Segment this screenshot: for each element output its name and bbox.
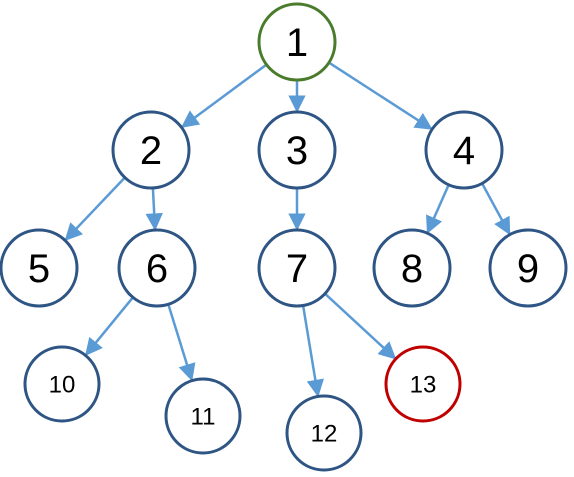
node-5: 5 — [0, 228, 79, 308]
node-3-label: 3 — [286, 129, 308, 173]
node-7-circle — [257, 228, 337, 308]
node-2-circle — [111, 110, 191, 190]
edge-2-6 — [145, 187, 163, 231]
node-13-circle — [384, 345, 462, 423]
node-10-label: 10 — [49, 372, 76, 399]
edge-4-8 — [426, 184, 450, 234]
node-6-circle — [117, 228, 197, 308]
node-9: 9 — [488, 228, 568, 308]
node-5-label: 5 — [28, 247, 50, 291]
node-3: 3 — [257, 110, 337, 190]
edge-1-2 — [180, 63, 268, 128]
edge-7-12 — [301, 305, 324, 398]
node-4-label: 4 — [453, 129, 475, 173]
edges-layer — [64, 61, 511, 398]
node-11: 11 — [164, 377, 242, 455]
node-5-circle — [0, 228, 79, 308]
node-2: 2 — [111, 110, 191, 190]
node-12: 12 — [285, 394, 363, 472]
node-9-label: 9 — [517, 247, 539, 291]
node-13-label: 13 — [410, 372, 437, 399]
edge-4-9 — [481, 182, 511, 236]
node-7: 7 — [257, 228, 337, 308]
node-10-circle — [23, 345, 101, 423]
node-1-label: 1 — [286, 21, 308, 65]
node-8-circle — [372, 228, 452, 308]
node-8: 8 — [372, 228, 452, 308]
node-11-label: 11 — [191, 404, 216, 431]
node-6-label: 6 — [146, 247, 168, 291]
node-8-label: 8 — [401, 247, 423, 291]
node-6: 6 — [117, 228, 197, 308]
node-13: 13 — [384, 345, 462, 423]
edge-2-5 — [64, 176, 126, 241]
node-2-label: 2 — [140, 129, 162, 173]
edge-6-11 — [167, 303, 196, 382]
node-12-circle — [285, 394, 363, 472]
edge-1-4 — [328, 61, 433, 130]
node-4: 4 — [424, 110, 504, 190]
node-1-circle — [257, 2, 337, 82]
node-4-circle — [424, 110, 504, 190]
node-1: 1 — [257, 2, 337, 82]
node-11-circle — [164, 377, 242, 455]
node-3-circle — [257, 110, 337, 190]
node-7-label: 7 — [286, 247, 308, 291]
node-12-label: 12 — [311, 421, 338, 448]
edge-7-13 — [324, 292, 397, 360]
node-9-circle — [488, 228, 568, 308]
node-10: 10 — [23, 345, 101, 423]
edge-6-10 — [84, 296, 134, 356]
